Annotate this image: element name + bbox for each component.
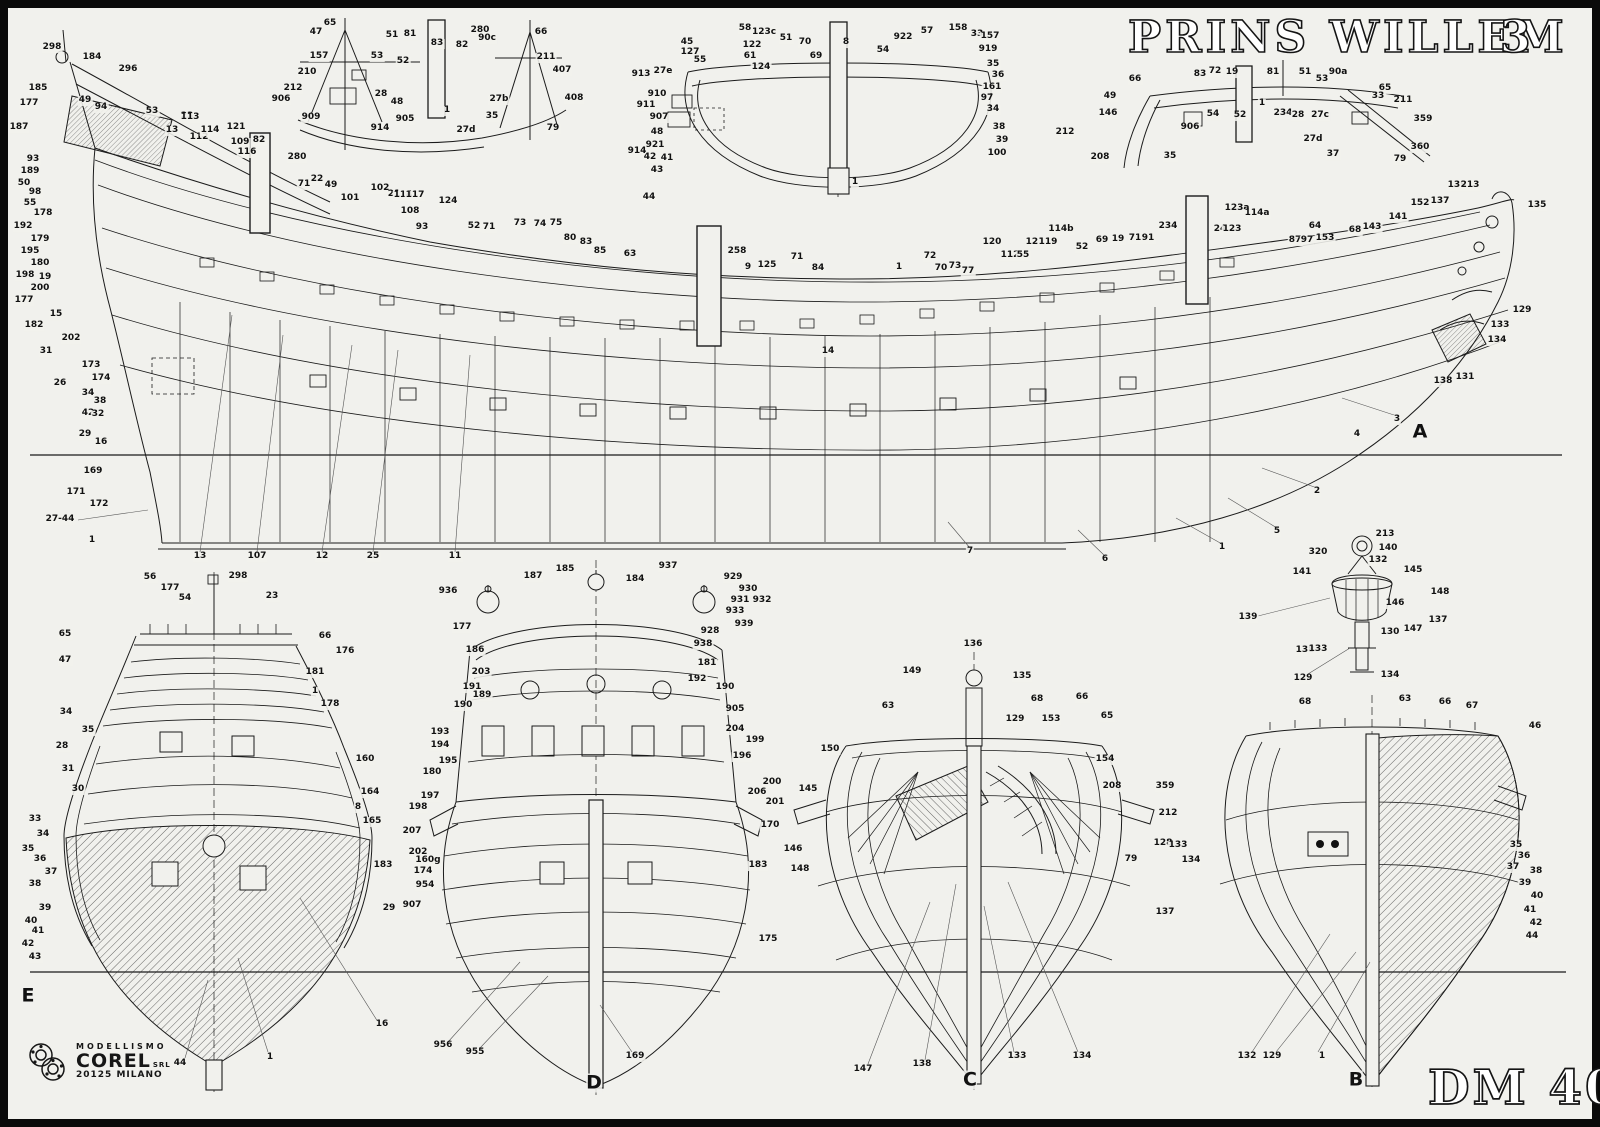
logo-address: 20125 MILANO bbox=[76, 1070, 163, 1081]
plan-title: PRINS WILLEM bbox=[1128, 12, 1568, 63]
stern-view-drawing bbox=[429, 560, 763, 1095]
logo-modellismo: MODELLISMO bbox=[76, 1042, 167, 1052]
detail-right-drawing bbox=[1123, 60, 1431, 169]
section-b-drawing bbox=[1219, 695, 1527, 1090]
plan-title-number: 3 bbox=[1500, 12, 1535, 63]
corel-logo-icon bbox=[29, 1043, 65, 1081]
leader-lines bbox=[77, 314, 1398, 1065]
section-c-drawing bbox=[793, 640, 1155, 1090]
bow-view-drawing bbox=[63, 572, 373, 1092]
corel-logo-text: MODELLISMO COREL SRL 20125 MILANO bbox=[76, 1042, 171, 1081]
fitting-detail-drawing bbox=[1331, 535, 1393, 673]
corel-logo: MODELLISMO COREL SRL 20125 MILANO bbox=[26, 1040, 171, 1084]
detail-center-drawing bbox=[667, 21, 992, 200]
detail-left-drawing bbox=[297, 18, 567, 153]
plate-code: DM 40 bbox=[1428, 1060, 1600, 1116]
logo-srl: SRL bbox=[152, 1061, 171, 1070]
side-view-drawing bbox=[30, 29, 1562, 550]
logo-corel: COREL bbox=[76, 1049, 151, 1072]
